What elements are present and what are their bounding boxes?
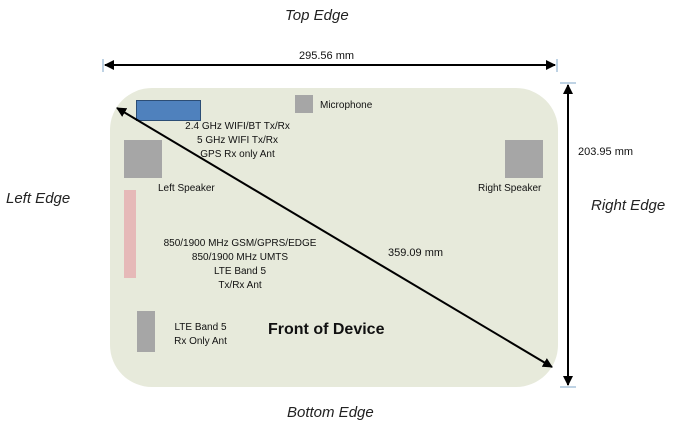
left-edge-label: Left Edge [6,190,71,207]
right-edge-label: Right Edge [591,197,666,214]
bottom-edge-label: Bottom Edge [287,404,374,421]
diagonal-arrow [116,107,553,368]
microphone-label: Microphone [320,100,373,111]
width-dimension: 295.56 mm [299,50,355,62]
height-dimension: 203.95 mm [578,146,634,158]
top-edge-label: Top Edge [285,7,349,24]
diagonal-dimension: 359.09 mm [388,247,444,259]
